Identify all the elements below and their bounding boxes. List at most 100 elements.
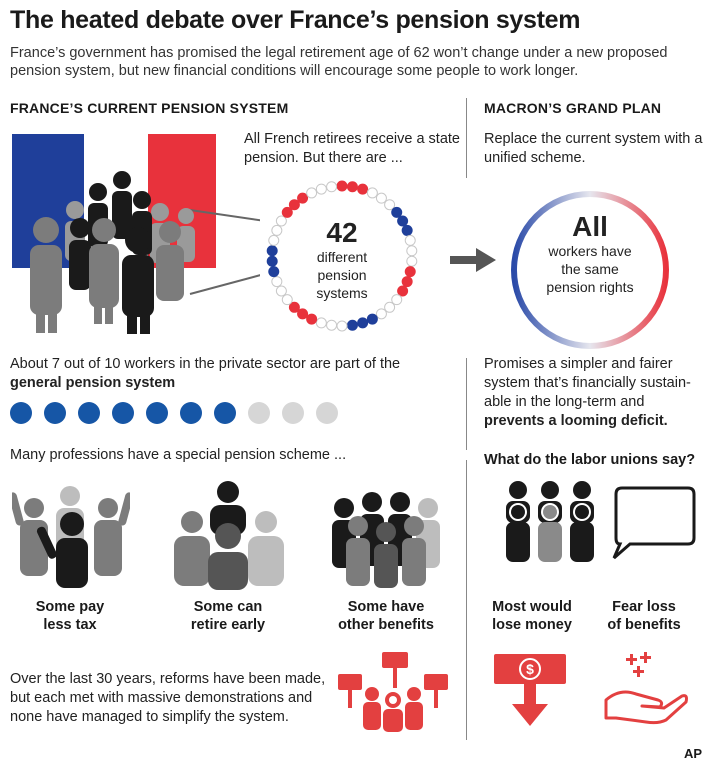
ring-dot — [406, 255, 418, 267]
group-label-tax-line1: Some pay — [35, 599, 105, 615]
left-section-header: FRANCE’S CURRENT PENSION SYSTEM — [10, 100, 289, 116]
replace-text: Replace the current system with a unifie… — [484, 131, 703, 166]
lose-money-icon: $ — [494, 654, 566, 726]
ring-dot — [401, 276, 413, 288]
retirees-text: All French retirees receive a state pens… — [244, 131, 460, 166]
flag-crowd-illustration — [12, 134, 260, 334]
ring-dot — [268, 266, 280, 278]
ring-dot — [357, 317, 369, 329]
unions-label-benefits-line2: of benefits — [607, 617, 681, 633]
ring-dot — [288, 199, 300, 211]
ring-dot — [366, 187, 378, 199]
ring-dot — [401, 224, 413, 236]
dot-filled — [78, 402, 100, 424]
demonstration-icon — [338, 652, 448, 732]
ring-dot — [397, 215, 409, 227]
divider-bottom — [466, 460, 467, 740]
unified-ring-line3: pension rights — [546, 279, 634, 295]
retire-early-group-icon — [174, 481, 284, 590]
ring-dot — [268, 234, 280, 246]
ring-dot — [315, 317, 327, 329]
benefits-hand-icon — [604, 652, 688, 725]
ring-dot — [266, 245, 278, 257]
ring-dot — [306, 187, 318, 199]
ring-dot — [357, 183, 369, 195]
group-label-benefits: Some have other benefits — [326, 598, 446, 634]
dot-filled — [214, 402, 236, 424]
dot-filled — [112, 402, 134, 424]
workers-text-plain: About 7 out of 10 workers in the private… — [10, 356, 401, 372]
connector-line-upper — [189, 209, 260, 222]
ring-label: 42 different pension systems — [292, 218, 392, 302]
group-label-tax-line2: less tax — [43, 617, 97, 633]
ring-dot — [281, 206, 293, 218]
unified-ring-line2: the same — [561, 261, 619, 277]
dot-filled — [180, 402, 202, 424]
ring-dot — [366, 313, 378, 325]
workers-text: About 7 out of 10 workers in the private… — [10, 355, 450, 393]
arrow-down-icon — [512, 704, 548, 726]
unified-scheme-ring — [511, 191, 669, 349]
dollar-icon: $ — [526, 661, 534, 677]
group-label-retire: Some can retire early — [168, 598, 288, 634]
page-title: The heated debate over France’s pension … — [10, 6, 581, 34]
reforms-text: Over the last 30 years, reforms have bee… — [10, 671, 326, 725]
ring-dot — [315, 183, 327, 195]
divider-top — [466, 98, 467, 178]
unions-label-benefits: Fear loss of benefits — [594, 598, 694, 634]
ring-dot — [346, 319, 358, 331]
ring-dot — [266, 255, 278, 267]
ring-dot — [346, 181, 358, 193]
ring-dot — [306, 313, 318, 325]
credit-logo: AP — [684, 746, 703, 761]
ring-number: 42 — [326, 217, 358, 248]
unions-label-money-line2: lose money — [492, 617, 572, 633]
group-label-retire-line1: Some can — [193, 599, 263, 615]
ring-line3: systems — [316, 285, 368, 301]
ring-dot — [281, 294, 293, 306]
group-label-benefits-line2: other benefits — [338, 617, 434, 633]
promise-text-bold: prevents a looming deficit. — [484, 413, 668, 429]
ring-dot — [397, 285, 409, 297]
ring-dot — [288, 301, 300, 313]
ring-dot — [271, 276, 283, 288]
group-label-retire-line2: retire early — [190, 617, 266, 633]
ring-dot — [391, 294, 403, 306]
ring-line1: different — [316, 249, 368, 265]
dot-filled — [44, 402, 66, 424]
dot-filled — [10, 402, 32, 424]
unions-label-money-line1: Most would — [492, 599, 572, 615]
ring-dot — [297, 308, 309, 320]
ring-dot — [404, 234, 416, 246]
ring-dot — [275, 215, 287, 227]
ring-dot — [275, 285, 287, 297]
ring-dot — [336, 320, 348, 332]
dot-empty — [248, 402, 270, 424]
dot-filled — [146, 402, 168, 424]
ring-dot — [384, 199, 396, 211]
unions-label-money: Most would lose money — [482, 598, 582, 634]
ring-line2: pension — [317, 267, 367, 283]
promise-text: Promises a simpler and fairer system tha… — [484, 355, 706, 431]
unions-speech-icon — [506, 481, 696, 562]
ring-dot — [375, 308, 387, 320]
dot-empty — [316, 402, 338, 424]
ring-dot — [297, 192, 309, 204]
unions-label-benefits-line1: Fear loss — [612, 599, 676, 615]
pension-systems-ring — [266, 180, 418, 332]
special-scheme-text: Many professions have a special pension … — [10, 447, 347, 463]
unified-ring-line1: workers have — [548, 243, 632, 259]
ring-dot — [404, 266, 416, 278]
ring-dot — [406, 245, 418, 257]
plus-icons — [626, 652, 651, 677]
dot-empty — [282, 402, 304, 424]
unified-ring-label: All workers have the same pension rights — [530, 212, 650, 296]
arrow-right-icon — [450, 248, 496, 272]
ring-dot — [336, 180, 348, 192]
divider-mid — [466, 358, 467, 450]
protest-group-icon — [12, 486, 130, 588]
ring-dot — [326, 181, 338, 193]
promise-text-plain: Promises a simpler and fairer system tha… — [484, 356, 691, 410]
unions-header: What do the labor unions say? — [484, 452, 696, 468]
ring-dot — [384, 301, 396, 313]
